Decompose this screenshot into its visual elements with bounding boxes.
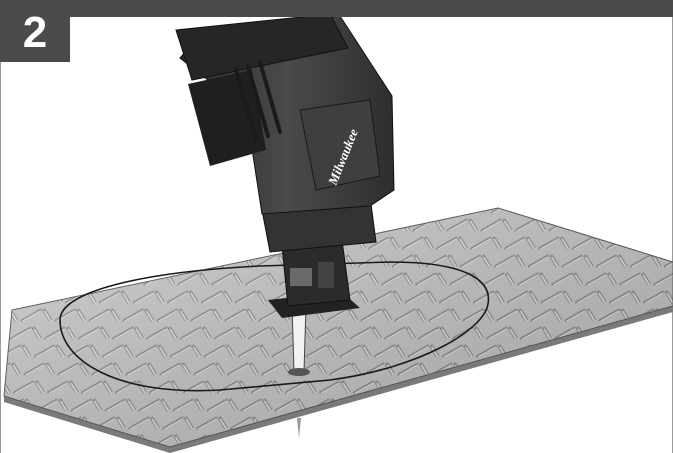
blade-entry-hole [288,368,310,376]
clamp-detail-2 [318,262,334,288]
step-number-box: 2 [0,0,70,62]
vent-slots [234,60,282,142]
cut-line [59,261,490,392]
blade-tip [297,418,301,438]
clamp-detail [290,268,312,286]
step-number: 2 [22,8,48,57]
grip-panel [299,99,381,191]
battery-side [188,70,266,166]
plate-shading [4,208,673,447]
header-bar [0,0,673,17]
battery-pack [175,13,349,81]
